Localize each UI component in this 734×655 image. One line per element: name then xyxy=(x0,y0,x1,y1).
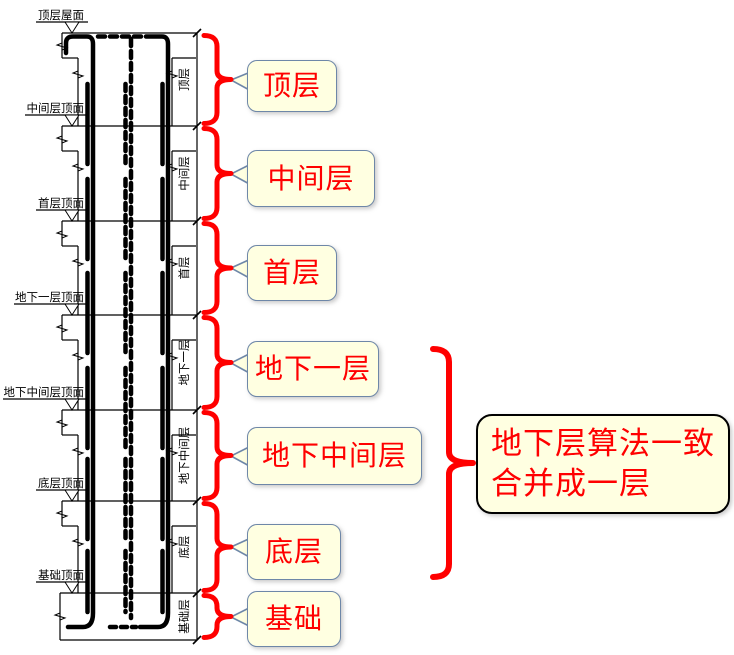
floor-label-bottom: 底层 xyxy=(177,536,191,559)
floor-label-foundation: 基础层 xyxy=(178,599,191,634)
level-marker-text: 首层顶面 xyxy=(38,196,84,210)
merge-note-line2: 合并成一层 xyxy=(491,466,651,501)
floor-brace-bottom xyxy=(201,501,234,593)
floor-brace-basement-mid xyxy=(201,410,234,501)
level-marker-triangle-icon xyxy=(64,398,80,411)
level-marker-text: 顶层屋面 xyxy=(38,9,84,22)
floor-label-top: 顶层 xyxy=(178,68,191,91)
floor-braces xyxy=(201,33,476,640)
level-marker-middle-top: 中间层顶面 xyxy=(25,102,88,127)
level-marker-triangle-icon xyxy=(64,21,80,34)
group-brace-basement-floors xyxy=(430,346,476,580)
level-marker-first-top: 首层顶面 xyxy=(36,196,88,222)
callout-label: 首层 xyxy=(262,257,321,288)
callout-bottom-floor: 底层 xyxy=(247,524,341,580)
level-marker-text: 底层顶面 xyxy=(38,476,84,490)
callout-label: 基础 xyxy=(264,603,323,634)
floor-brace-first xyxy=(201,221,234,315)
level-marker-bottom-top: 底层顶面 xyxy=(36,476,88,502)
callout-middle-floor: 中间层 xyxy=(247,150,375,207)
break-marks xyxy=(53,39,179,624)
level-marker-text: 基础顶面 xyxy=(38,569,84,582)
callout-label: 底层 xyxy=(264,536,323,567)
callout-label: 地下中间层 xyxy=(261,440,407,471)
level-marker-triangle-icon xyxy=(64,303,80,316)
floor-label-first: 首层 xyxy=(177,257,191,280)
rebar-bars xyxy=(63,34,171,630)
floor-brace-middle xyxy=(201,126,234,221)
level-marker-triangle-icon xyxy=(64,209,80,222)
dimension-ticks xyxy=(192,28,202,645)
floor-label-basement1: 地下一层 xyxy=(178,340,191,386)
floor-labels: 顶层 中间层 首层 地下一层 地下中间层 底层 基础层 xyxy=(177,68,191,634)
merge-note-callout: 地下层算法一致 合并成一层 xyxy=(476,414,730,514)
callout-basement-mid-floor: 地下中间层 xyxy=(247,427,422,485)
level-marker-basement1-top: 地下一层顶面 xyxy=(14,291,88,316)
level-marker-basement-mid-top: 地下中间层顶面 xyxy=(3,386,88,411)
level-markers: 顶层屋面 中间层顶面 首层顶面 地下一层顶面 地下中间层顶面 底层顶面 xyxy=(3,9,88,594)
level-marker-roof: 顶层屋面 xyxy=(36,9,88,34)
floor-brace-top xyxy=(201,33,234,126)
level-marker-triangle-icon xyxy=(64,581,80,594)
callout-top-floor: 顶层 xyxy=(247,60,337,112)
level-marker-text: 中间层顶面 xyxy=(27,102,85,115)
floor-brace-foundation xyxy=(201,593,234,640)
floor-label-basement-mid: 地下中间层 xyxy=(178,427,191,485)
floor-label-middle: 中间层 xyxy=(178,156,191,191)
callout-label: 顶层 xyxy=(262,70,321,101)
level-marker-foundation-top: 基础顶面 xyxy=(36,569,88,594)
level-marker-text: 地下一层顶面 xyxy=(15,291,84,304)
callout-basement1-floor: 地下一层 xyxy=(247,341,379,397)
level-marker-triangle-icon xyxy=(64,114,80,127)
callout-first-floor: 首层 xyxy=(247,245,337,301)
callout-label: 地下一层 xyxy=(254,353,371,384)
level-marker-text: 地下中间层顶面 xyxy=(4,386,85,399)
floor-brace-basement1 xyxy=(201,315,234,410)
level-marker-triangle-icon xyxy=(64,489,80,502)
merge-note-line1: 地下层算法一致 xyxy=(491,426,715,461)
callout-label: 中间层 xyxy=(267,162,355,194)
wall-section-outline xyxy=(59,32,197,641)
callout-foundation: 基础 xyxy=(247,591,341,647)
